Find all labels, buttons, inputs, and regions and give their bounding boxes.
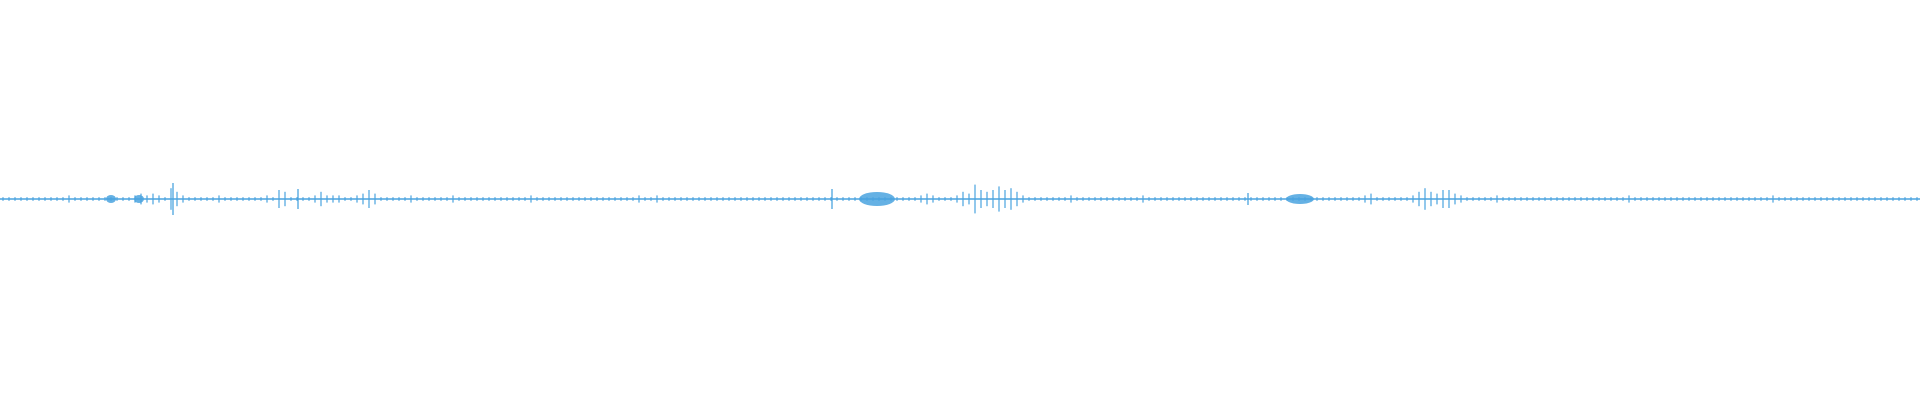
waveform-bars [0, 184, 1920, 214]
waveform-burst [1286, 194, 1314, 204]
waveform-burst [134, 195, 144, 203]
waveform-peaks [106, 183, 1314, 215]
waveform-burst [106, 195, 116, 203]
waveform-burst [859, 192, 895, 206]
